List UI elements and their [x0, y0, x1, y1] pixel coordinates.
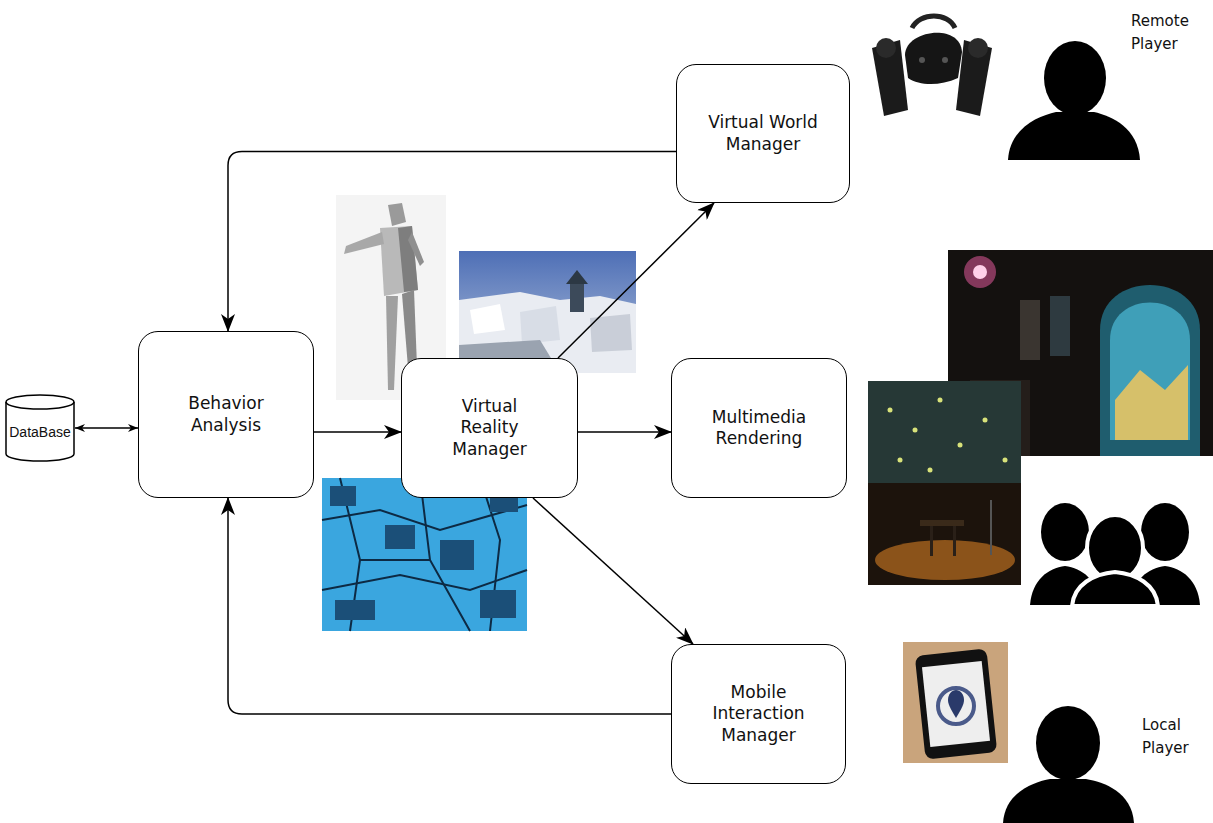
node-text: Multimedia Rendering [699, 407, 819, 450]
process-box: Multimedia Rendering [671, 358, 847, 498]
person-silhouette [1008, 41, 1140, 160]
connector-arrow [578, 431, 671, 433]
connector-arrow [75, 427, 138, 429]
player-label: Local Player [1142, 714, 1208, 759]
player-label: Remote Player [1131, 10, 1201, 55]
virtual-city-picture [459, 251, 636, 373]
vr-headset-picture [862, 10, 1000, 130]
cylinder-rim [6, 402, 74, 409]
city-map-picture [322, 478, 527, 631]
database-cylinder: DataBase [5, 395, 75, 461]
process-box: Virtual Reality Manager [401, 358, 578, 498]
connector-arrow [558, 203, 714, 358]
person-silhouette [1003, 706, 1134, 823]
process-box: Virtual World Manager [676, 64, 850, 203]
connector-arrow [533, 498, 693, 644]
phone-photo [903, 642, 1008, 763]
node-text: DataBase [9, 424, 70, 442]
connector-arrow [228, 498, 671, 714]
process-box: Mobile Interaction Manager [671, 644, 846, 784]
process-box: Behavior Analysis [138, 331, 314, 498]
audience-silhouette [1030, 503, 1200, 606]
cylinder-body [6, 395, 74, 461]
node-text: Mobile Interaction Manager [706, 682, 811, 746]
node-text: Behavior Analysis [176, 393, 276, 436]
connector-arrow [314, 431, 401, 433]
connector-arrow [228, 152, 676, 332]
node-text: Virtual World Manager [696, 112, 831, 155]
node-text: Virtual Reality Manager [445, 396, 535, 460]
performance-photo [868, 381, 1021, 585]
